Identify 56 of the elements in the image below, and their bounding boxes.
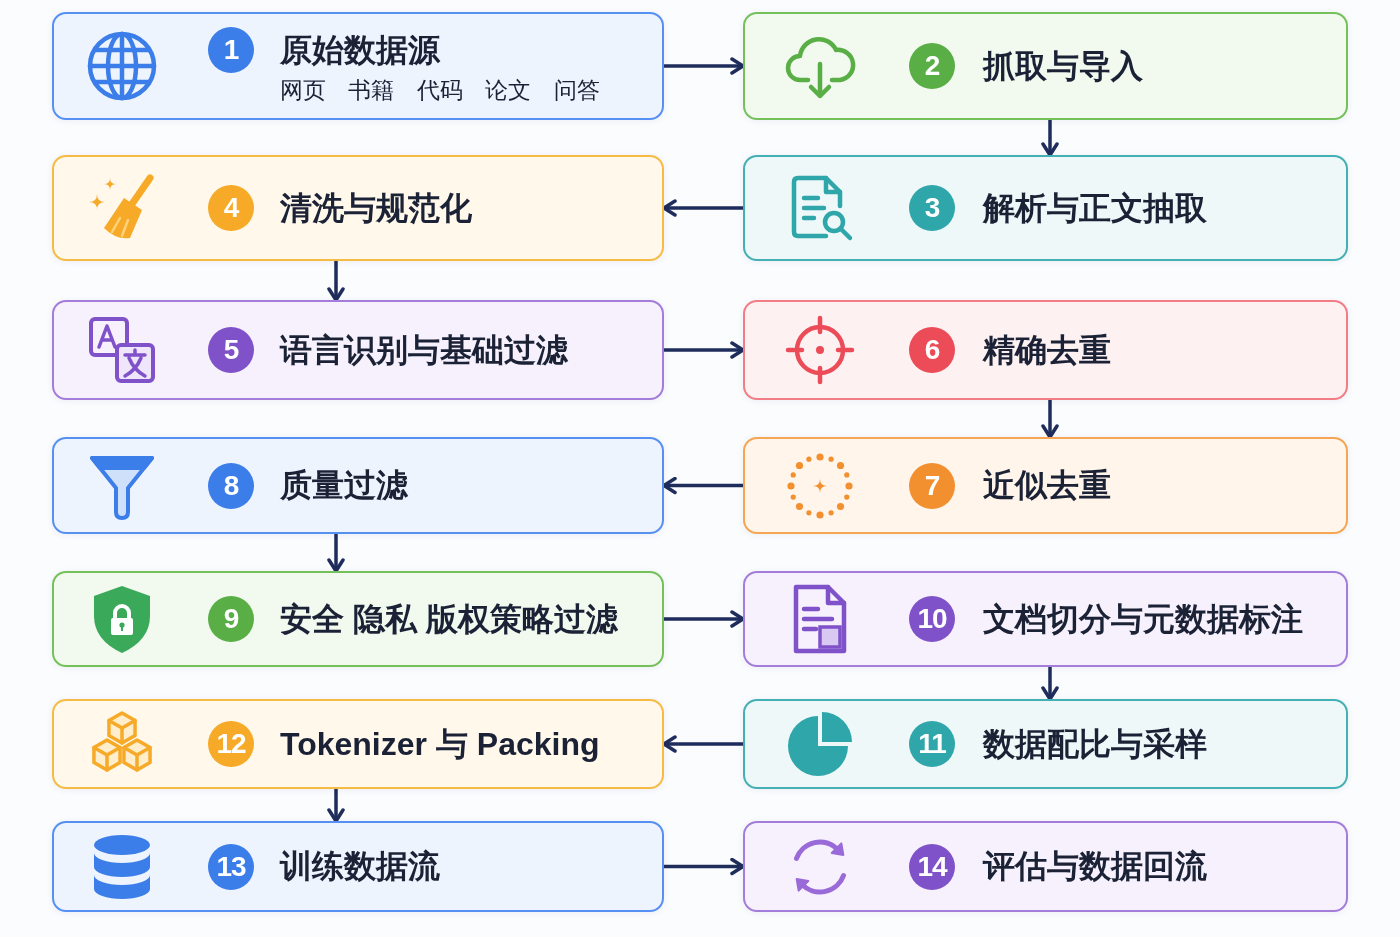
- process-box: [52, 155, 664, 261]
- step-title: 语言识别与基础过滤: [280, 330, 568, 370]
- step-number: 12: [208, 721, 254, 767]
- step-number: 14: [909, 843, 955, 890]
- process-box: [743, 699, 1348, 789]
- step-title: 抓取与导入: [983, 46, 1143, 86]
- arrow: [1041, 400, 1059, 439]
- step-number: 13: [208, 843, 254, 890]
- step-number: 6: [909, 327, 955, 373]
- arrow: [327, 534, 345, 573]
- step-number: 1: [208, 27, 254, 74]
- step-title: 质量过滤: [280, 466, 408, 505]
- step-number: 11: [909, 721, 955, 767]
- step-number: 9: [208, 596, 254, 642]
- step-title: 数据配比与采样: [983, 724, 1207, 764]
- process-box: [743, 437, 1348, 534]
- process-box: [52, 699, 664, 789]
- arrow: [662, 199, 743, 217]
- process-box: [743, 12, 1348, 120]
- arrow: [327, 789, 345, 823]
- step-title: 精确去重: [983, 330, 1111, 370]
- process-box: [52, 571, 664, 667]
- arrow: [664, 341, 745, 359]
- step-description: 网页 书籍 代码 论文 问答: [280, 77, 600, 105]
- arrow: [662, 735, 743, 753]
- step-number: 10: [909, 596, 955, 642]
- process-box: [52, 437, 664, 534]
- step-number: 5: [208, 327, 254, 373]
- step-title: 原始数据源: [280, 31, 440, 70]
- process-box: [743, 300, 1348, 400]
- step-number: 7: [909, 462, 955, 509]
- step-title: 近似去重: [983, 466, 1111, 505]
- step-title: 训练数据流: [280, 847, 440, 886]
- arrow: [664, 610, 745, 628]
- step-number: 4: [208, 185, 254, 231]
- step-title: 文档切分与元数据标注: [983, 599, 1303, 639]
- step-title: Tokenizer 与 Packing: [280, 724, 600, 764]
- arrow: [664, 57, 745, 75]
- arrow: [1041, 120, 1059, 157]
- step-number: 2: [909, 43, 955, 89]
- step-title: 解析与正文抽取: [983, 188, 1207, 228]
- arrow: [662, 476, 743, 495]
- process-box: [52, 821, 664, 912]
- step-number: 8: [208, 462, 254, 509]
- process-box: [743, 155, 1348, 261]
- step-number: 3: [909, 185, 955, 231]
- step-title: 评估与数据回流: [983, 847, 1207, 886]
- step-title: 安全 隐私 版权策略过滤: [280, 599, 618, 639]
- arrow: [664, 857, 745, 876]
- process-box: [52, 300, 664, 400]
- process-box: [743, 821, 1348, 912]
- process-box: [743, 571, 1348, 667]
- process-box: [52, 12, 664, 120]
- arrow: [1041, 667, 1059, 701]
- step-title: 清洗与规范化: [280, 188, 472, 228]
- arrow: [327, 261, 345, 302]
